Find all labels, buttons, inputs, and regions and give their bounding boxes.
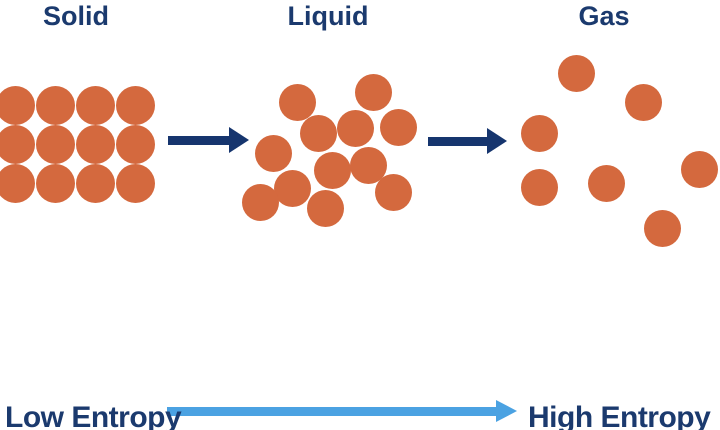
liquid-particle: [374, 173, 412, 211]
solid-particle: [0, 163, 35, 203]
solid-particle: [35, 85, 75, 125]
solid-particle: [115, 124, 155, 164]
arrow-head: [487, 128, 507, 154]
liquid-particle: [299, 114, 337, 152]
liquid-particle: [306, 189, 344, 227]
stage-title-liquid: Liquid: [287, 1, 369, 31]
gas-particle: [643, 209, 681, 247]
solid-particle: [35, 124, 75, 164]
arrow-shaft: [167, 406, 496, 416]
gas-particle: [587, 164, 625, 202]
arrow-head: [229, 127, 249, 153]
arrow-head: [496, 400, 517, 422]
liquid-particle: [354, 73, 392, 111]
gas-particle: [624, 83, 662, 121]
solid-particle: [75, 163, 115, 203]
solid-particle: [35, 163, 75, 203]
liquid-particle: [273, 169, 311, 207]
liquid-particle: [313, 151, 351, 189]
solid-particle: [75, 124, 115, 164]
solid-particle: [115, 163, 155, 203]
low-entropy-label: Low Entropy: [5, 401, 182, 430]
gas-particle: [557, 54, 595, 92]
gas-particle: [520, 114, 558, 152]
liquid-particle: [278, 83, 316, 121]
liquid-particle: [254, 134, 292, 172]
liquid-particle: [241, 183, 279, 221]
stage-title-solid: Solid: [43, 1, 109, 31]
liquid-particle: [379, 108, 417, 146]
liquid-particle: [349, 146, 387, 184]
solid-particle: [75, 85, 115, 125]
high-entropy-label: High Entropy: [528, 401, 711, 430]
arrow-shaft: [428, 136, 487, 146]
arrow-shaft: [168, 135, 229, 145]
gas-particle: [520, 168, 558, 206]
stage-title-gas: Gas: [578, 1, 630, 31]
solid-particle: [115, 85, 155, 125]
solid-particle: [0, 85, 35, 125]
solid-particle: [0, 124, 35, 164]
gas-particle: [680, 150, 718, 188]
liquid-particle: [336, 109, 374, 147]
